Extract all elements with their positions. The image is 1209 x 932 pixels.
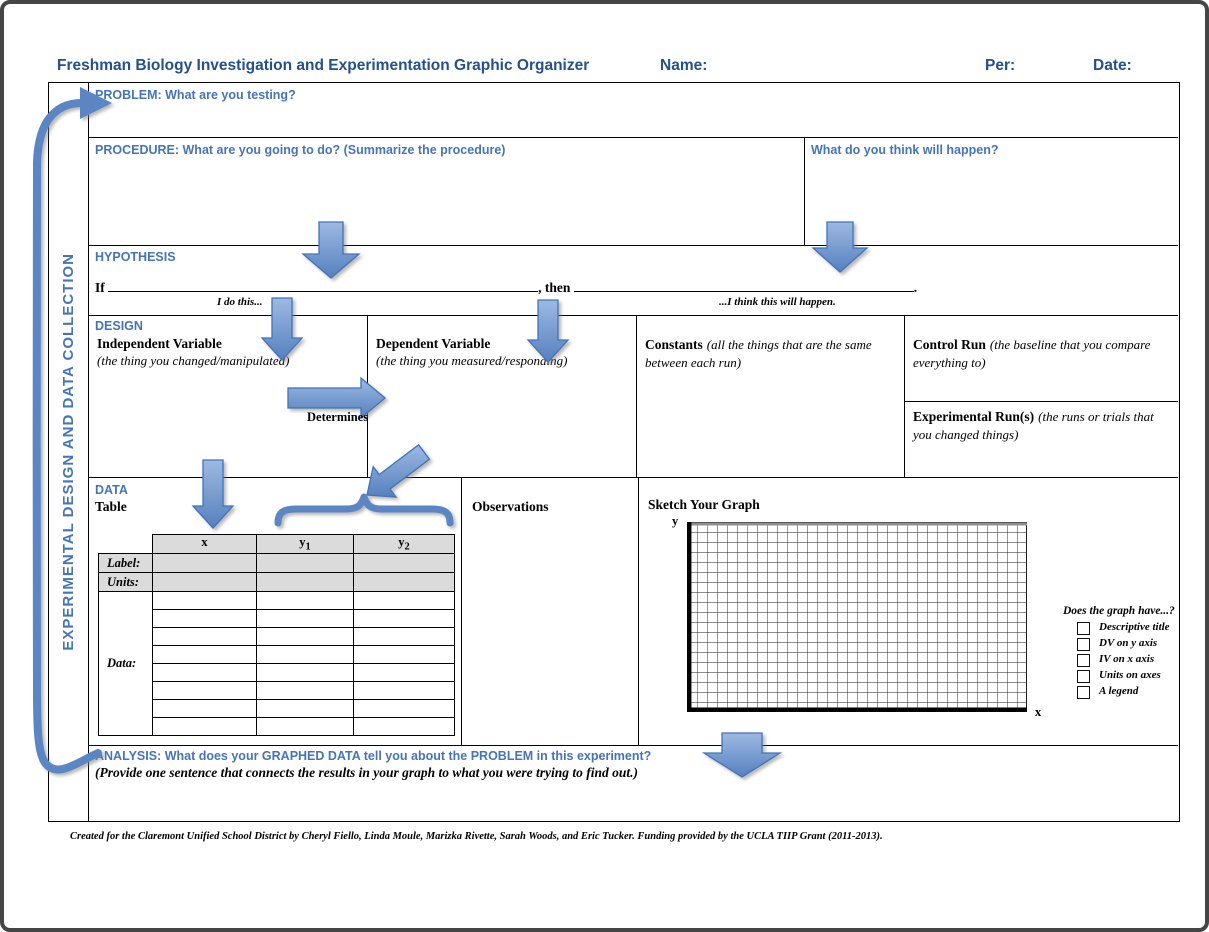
if-hint: I do this... bbox=[217, 296, 263, 308]
organizer-form: EXPERIMENTAL DESIGN AND DATA COLLECTION … bbox=[48, 82, 1180, 822]
hypothesis-section: HYPOTHESIS If , then . I do this... ...I… bbox=[89, 246, 1178, 316]
graph-grid bbox=[687, 522, 1027, 713]
checklist-item: A legend bbox=[1077, 685, 1175, 700]
checkbox-icon bbox=[1077, 670, 1090, 684]
x-axis-label: x bbox=[1035, 705, 1042, 719]
dependent-variable-subtitle: (the thing you measured/responding) bbox=[376, 353, 568, 368]
data-row: Data: bbox=[98, 591, 455, 736]
label-row: Label: bbox=[98, 553, 455, 573]
constants-cell: Constants (all the things that are the s… bbox=[636, 316, 904, 477]
experimental-run-title: Experimental Run(s) bbox=[913, 409, 1035, 424]
data-row bbox=[99, 609, 455, 628]
table-header-row: x y1 y2 bbox=[99, 534, 455, 554]
design-section: DESIGN Independent Variable (the thing y… bbox=[89, 316, 1178, 478]
experimental-run-subtitle: (the runs or trials that you changed thi… bbox=[913, 409, 1154, 442]
control-run-cell: Control Run (the baseline that you compa… bbox=[904, 316, 1178, 477]
then-hint: ...I think this will happen. bbox=[719, 296, 836, 308]
prediction-header: What do you think will happen? bbox=[811, 143, 999, 157]
period-label: Per: bbox=[985, 57, 1016, 74]
analysis-subheader: (Provide one sentence that connects the … bbox=[95, 765, 639, 780]
checkbox-icon bbox=[1077, 654, 1090, 668]
label-row-header: Label: bbox=[98, 553, 153, 573]
dependent-variable-title: Dependent Variable bbox=[376, 336, 491, 351]
then-label: , then bbox=[538, 280, 571, 295]
hypothesis-sentence: If , then . bbox=[95, 276, 1095, 296]
data-row bbox=[99, 627, 455, 646]
data-table: x y1 y2 Label: Units: bbox=[98, 534, 455, 736]
data-row bbox=[99, 663, 455, 682]
constants-subtitle: (all the things that are the same betwee… bbox=[645, 337, 872, 370]
sentence-period: . bbox=[913, 280, 918, 295]
independent-variable-title: Independent Variable bbox=[97, 336, 222, 351]
observations-region: Observations bbox=[461, 478, 638, 745]
constants-title: Constants bbox=[645, 337, 703, 352]
independent-variable-cell: Independent Variable (the thing you chan… bbox=[89, 316, 367, 477]
checklist-item: IV on x axis bbox=[1077, 653, 1175, 668]
procedure-header: PROCEDURE: What are you going to do? (Su… bbox=[95, 143, 506, 157]
observations-label: Observations bbox=[472, 499, 549, 514]
dependent-variable-cell: Dependent Variable (the thing you measur… bbox=[367, 316, 636, 477]
problem-header: PROBLEM: What are you testing? bbox=[95, 88, 296, 102]
analysis-header: ANALYSIS: What does your GRAPHED DATA te… bbox=[95, 749, 652, 763]
checklist-item: DV on y axis bbox=[1077, 637, 1175, 652]
name-label: Name: bbox=[660, 57, 708, 74]
data-row bbox=[99, 681, 455, 700]
experimental-run-cell: Experimental Run(s) (the runs or trials … bbox=[904, 401, 1178, 478]
checkbox-icon bbox=[1077, 622, 1090, 636]
then-blank bbox=[573, 276, 914, 292]
page-title: Freshman Biology Investigation and Exper… bbox=[57, 57, 590, 74]
determines-label: Determines bbox=[307, 410, 369, 424]
prediction-cell: What do you think will happen? bbox=[804, 138, 1178, 245]
design-header: DESIGN bbox=[95, 319, 143, 333]
col-y1-header: y1 bbox=[256, 534, 354, 554]
col-y2-header: y2 bbox=[353, 534, 455, 554]
footer-credit: Created for the Claremont Unified School… bbox=[70, 831, 883, 842]
data-table-region: DATA Table x y1 y2 Label: bbox=[89, 478, 461, 745]
table-label: Table bbox=[95, 499, 127, 514]
checkbox-icon bbox=[1077, 686, 1090, 700]
hypothesis-header: HYPOTHESIS bbox=[95, 250, 176, 264]
data-row bbox=[99, 717, 455, 736]
data-section: DATA Table x y1 y2 Label: bbox=[89, 478, 1178, 746]
procedure-cell: PROCEDURE: What are you going to do? (Su… bbox=[89, 138, 804, 245]
data-row-header: Data: bbox=[98, 591, 153, 736]
independent-variable-subtitle: (the thing you changed/manipulated) bbox=[97, 353, 290, 368]
sketch-graph-region: Sketch Your Graph y x bbox=[638, 478, 1178, 745]
date-label: Date: bbox=[1093, 57, 1132, 74]
units-row: Units: bbox=[98, 572, 455, 592]
checklist-item: Descriptive title bbox=[1077, 621, 1175, 636]
sidebar-vertical-label: EXPERIMENTAL DESIGN AND DATA COLLECTION bbox=[60, 253, 77, 651]
data-header: DATA bbox=[95, 483, 128, 497]
checklist-title: Does the graph have...? bbox=[1063, 605, 1175, 617]
control-run-title: Control Run bbox=[913, 337, 986, 352]
if-blank bbox=[108, 276, 539, 292]
if-label: If bbox=[95, 280, 105, 295]
sidebar-vertical-strip: EXPERIMENTAL DESIGN AND DATA COLLECTION bbox=[49, 83, 89, 821]
checklist-item: Units on axes bbox=[1077, 669, 1175, 684]
checkbox-icon bbox=[1077, 638, 1090, 652]
units-row-header: Units: bbox=[98, 572, 153, 592]
col-x-header: x bbox=[152, 534, 257, 554]
procedure-section: PROCEDURE: What are you going to do? (Su… bbox=[89, 138, 1178, 246]
graph-checklist: Does the graph have...? Descriptive titl… bbox=[1063, 604, 1175, 701]
problem-section: PROBLEM: What are you testing? bbox=[89, 83, 1178, 138]
control-run-subtitle: (the baseline that you compare everythin… bbox=[913, 337, 1151, 370]
data-row bbox=[99, 645, 455, 664]
data-row bbox=[99, 699, 455, 718]
sketch-graph-label: Sketch Your Graph bbox=[648, 497, 760, 512]
y-axis-label: y bbox=[672, 514, 679, 528]
analysis-section: ANALYSIS: What does your GRAPHED DATA te… bbox=[89, 746, 1178, 823]
